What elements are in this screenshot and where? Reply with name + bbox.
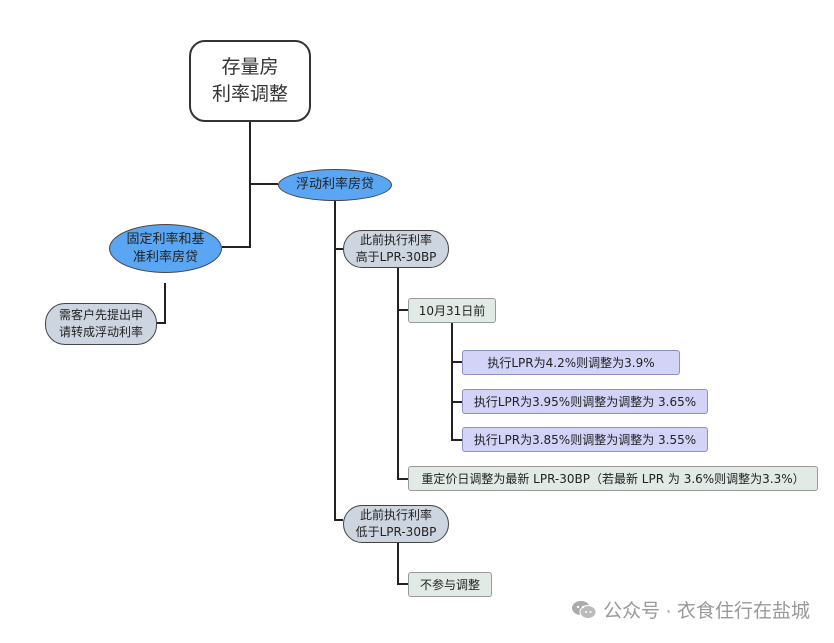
connector-floating-children bbox=[334, 200, 343, 521]
apply-convert-line1: 需客户先提出申 bbox=[58, 308, 143, 322]
connector-oct31-rules bbox=[451, 323, 462, 441]
rule-label-3: 执行LPR为3.85%则调整为调整为 3.55% bbox=[473, 433, 697, 447]
floating-rate-node[interactable]: 浮动利率房贷 bbox=[278, 169, 392, 201]
no-adjust-label: 不参与调整 bbox=[419, 578, 480, 592]
no-adjust-node[interactable]: 不参与调整 bbox=[408, 572, 492, 597]
reset-date-node[interactable]: 重定价日调整为最新 LPR-30BP（若最新 LPR 为 3.6%则调整为3.3… bbox=[408, 466, 818, 491]
fixed-rate-node[interactable]: 固定利率和基 准利率房贷 bbox=[109, 224, 222, 273]
lower-than-lpr-node[interactable]: 此前执行利率 低于LPR-30BP bbox=[343, 505, 449, 543]
connector-higher-children bbox=[397, 266, 408, 480]
fixed-rate-line1: 固定利率和基 bbox=[126, 231, 205, 247]
rule-node-1[interactable]: 执行LPR为4.2%则调整为3.9% bbox=[462, 350, 680, 375]
rule-node-3[interactable]: 执行LPR为3.85%则调整为调整为 3.55% bbox=[462, 427, 708, 452]
rule-node-2[interactable]: 执行LPR为3.95%则调整为调整为 3.65% bbox=[462, 389, 708, 414]
rule-label-1: 执行LPR为4.2%则调整为3.9% bbox=[487, 356, 655, 370]
higher-line2: 高于LPR-30BP bbox=[355, 250, 437, 264]
root-line2: 利率调整 bbox=[211, 83, 288, 105]
root-node[interactable]: 存量房 利率调整 bbox=[189, 40, 311, 122]
watermark: 公众号 · 衣食住行在盐城 bbox=[571, 596, 810, 623]
floating-rate-label: 浮动利率房贷 bbox=[295, 177, 374, 192]
higher-line1: 此前执行利率 bbox=[359, 233, 432, 247]
apply-convert-node[interactable]: 需客户先提出申 请转成浮动利率 bbox=[45, 303, 157, 345]
root-line1: 存量房 bbox=[221, 56, 279, 78]
fixed-rate-line2: 准利率房贷 bbox=[132, 249, 198, 265]
watermark-text: 公众号 · 衣食住行在盐城 bbox=[603, 601, 810, 622]
connector-lower-child bbox=[397, 537, 408, 585]
lower-line1: 此前执行利率 bbox=[359, 508, 432, 522]
higher-than-lpr-node[interactable]: 此前执行利率 高于LPR-30BP bbox=[343, 230, 449, 268]
connector-fixed-child bbox=[157, 283, 166, 324]
apply-convert-line2: 请转成浮动利率 bbox=[58, 325, 143, 339]
reset-date-label: 重定价日调整为最新 LPR-30BP（若最新 LPR 为 3.6%则调整为3.3… bbox=[421, 472, 805, 486]
before-oct31-label: 10月31日前 bbox=[418, 304, 486, 318]
rule-label-2: 执行LPR为3.95%则调整为调整为 3.65% bbox=[473, 395, 697, 409]
wechat-icon bbox=[571, 600, 597, 620]
before-oct31-node[interactable]: 10月31日前 bbox=[408, 298, 496, 323]
connector-root-fixed bbox=[222, 122, 251, 248]
lower-line2: 低于LPR-30BP bbox=[355, 525, 437, 539]
